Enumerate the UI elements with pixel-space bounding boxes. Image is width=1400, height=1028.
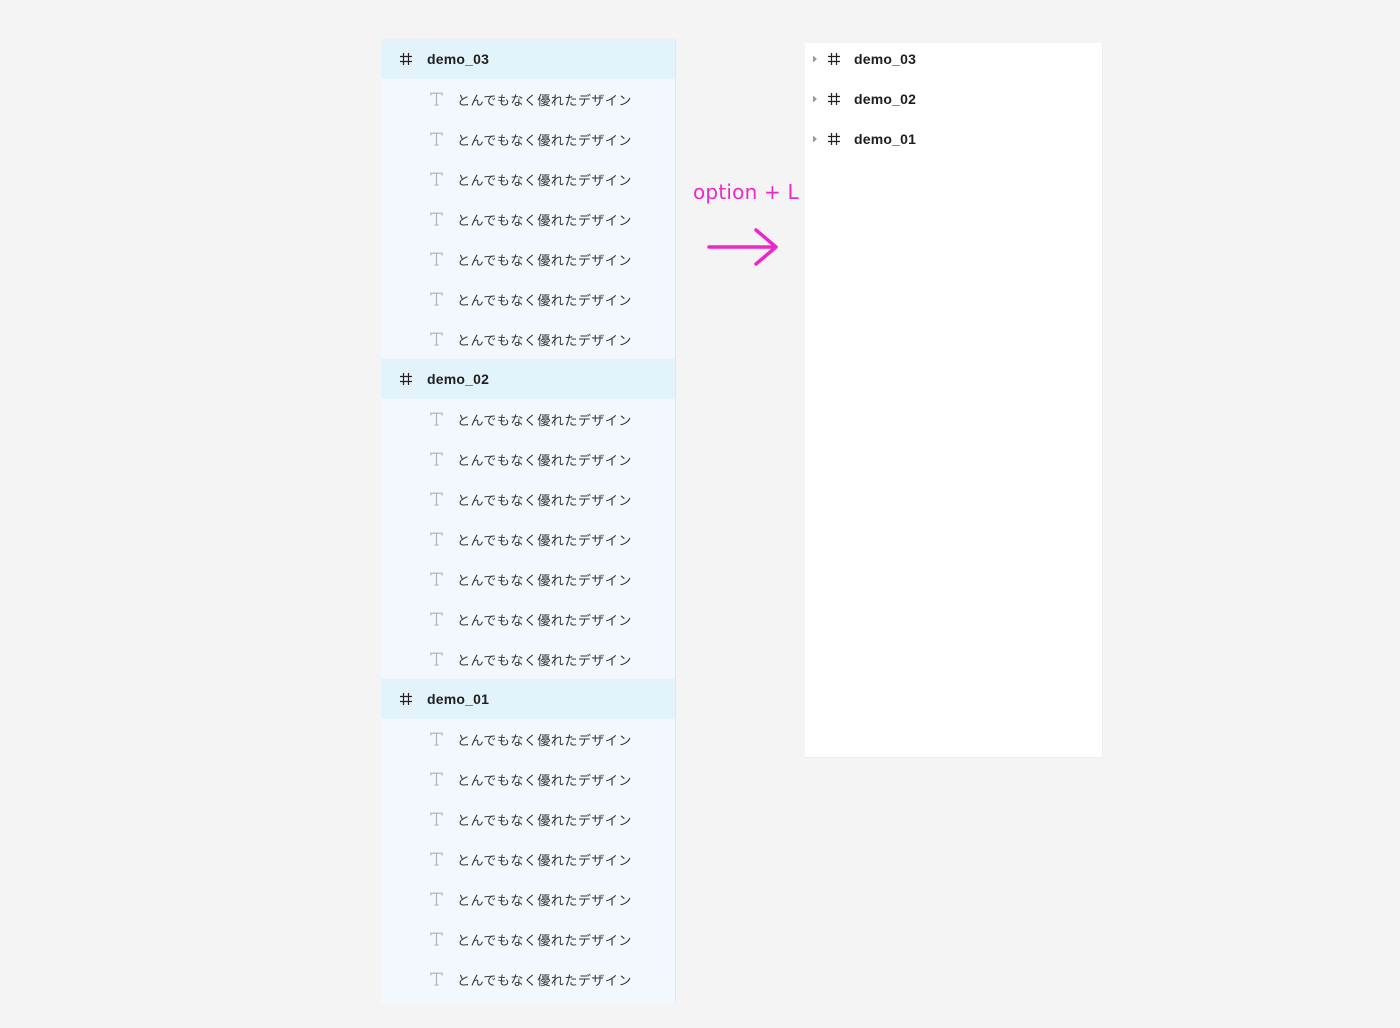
text-layer-icon xyxy=(430,852,443,866)
layer-name: demo_03 xyxy=(427,51,490,67)
layer-row-text[interactable]: とんでもなく優れたデザイン xyxy=(381,319,675,359)
text-layer-icon xyxy=(430,932,443,946)
layer-row-text[interactable]: とんでもなく優れたデザイン xyxy=(381,599,675,639)
text-layer-icon xyxy=(430,812,443,826)
layer-name: とんでもなく優れたデザイン xyxy=(457,613,632,629)
layer-name: とんでもなく優れたデザイン xyxy=(457,933,632,949)
layer-row-text[interactable]: とんでもなく優れたデザイン xyxy=(381,79,675,119)
layer-row-text[interactable]: とんでもなく優れたデザイン xyxy=(381,239,675,279)
text-layer-icon xyxy=(430,332,443,346)
layers-panel-expanded: demo_03 とんでもなく優れたデザイン とんでもなく優れたデザイン とんでも… xyxy=(381,39,676,1003)
layer-row-text[interactable]: とんでもなく優れたデザイン xyxy=(381,879,675,919)
layer-name: とんでもなく優れたデザイン xyxy=(457,653,632,669)
layer-name: とんでもなく優れたデザイン xyxy=(457,333,632,349)
layer-name: とんでもなく優れたデザイン xyxy=(457,453,632,469)
layer-name: とんでもなく優れたデザイン xyxy=(457,173,632,189)
layer-name: とんでもなく優れたデザイン xyxy=(457,493,632,509)
layer-name: とんでもなく優れたデザイン xyxy=(457,93,632,109)
text-layer-icon xyxy=(430,492,443,506)
layer-name: とんでもなく優れたデザイン xyxy=(457,293,632,309)
layer-row-frame[interactable]: demo_03 xyxy=(381,39,675,79)
text-layer-icon xyxy=(430,892,443,906)
text-layer-icon xyxy=(430,132,443,146)
text-layer-icon xyxy=(430,732,443,746)
text-layer-icon xyxy=(430,972,443,986)
frame-hash-icon xyxy=(399,692,413,706)
layer-row-text[interactable]: とんでもなく優れたデザイン xyxy=(381,559,675,599)
layer-name: とんでもなく優れたデザイン xyxy=(457,773,632,789)
layer-name: demo_02 xyxy=(427,371,490,387)
layer-row-text[interactable]: とんでもなく優れたデザイン xyxy=(381,639,675,679)
text-layer-icon xyxy=(430,172,443,186)
text-layer-icon xyxy=(430,292,443,306)
layer-row-text[interactable]: とんでもなく優れたデザイン xyxy=(381,159,675,199)
layer-row-text[interactable]: とんでもなく優れたデザイン xyxy=(381,839,675,879)
layer-row-text[interactable]: とんでもなく優れたデザイン xyxy=(381,439,675,479)
layer-row-text[interactable]: とんでもなく優れたデザイン xyxy=(381,799,675,839)
layer-name: とんでもなく優れたデザイン xyxy=(457,533,632,549)
text-layer-icon xyxy=(430,212,443,226)
layer-name: とんでもなく優れたデザイン xyxy=(457,253,632,269)
frame-hash-icon xyxy=(827,92,841,106)
caret-right-icon[interactable] xyxy=(812,55,818,63)
layer-row-text[interactable]: とんでもなく優れたデザイン xyxy=(381,959,675,999)
shortcut-label: option + L xyxy=(693,180,799,204)
layer-name: demo_02 xyxy=(854,91,917,107)
layer-name: とんでもなく優れたデザイン xyxy=(457,133,632,149)
layer-row-text[interactable]: とんでもなく優れたデザイン xyxy=(381,479,675,519)
layer-row-text[interactable]: とんでもなく優れたデザイン xyxy=(381,719,675,759)
caret-right-icon[interactable] xyxy=(812,95,818,103)
layer-name: demo_01 xyxy=(854,131,917,147)
text-layer-icon xyxy=(430,252,443,266)
text-layer-icon xyxy=(430,92,443,106)
layer-name: とんでもなく優れたデザイン xyxy=(457,573,632,589)
layer-row-frame[interactable]: demo_01 xyxy=(381,679,675,719)
layer-row-text[interactable]: とんでもなく優れたデザイン xyxy=(381,919,675,959)
text-layer-icon xyxy=(430,532,443,546)
caret-right-icon[interactable] xyxy=(812,135,818,143)
frame-hash-icon xyxy=(827,132,841,146)
layer-row-text[interactable]: とんでもなく優れたデザイン xyxy=(381,119,675,159)
arrow-right-icon xyxy=(706,226,780,273)
layer-name: とんでもなく優れたデザイン xyxy=(457,853,632,869)
frame-hash-icon xyxy=(399,372,413,386)
layer-row-text[interactable]: とんでもなく優れたデザイン xyxy=(381,399,675,439)
frame-hash-icon xyxy=(827,52,841,66)
shortcut-annotation: option + L xyxy=(690,178,800,268)
layer-row-frame-collapsed[interactable]: demo_01 xyxy=(805,119,1102,159)
layers-panel-collapsed: demo_03 demo_02 demo_01 xyxy=(805,43,1103,758)
text-layer-icon xyxy=(430,572,443,586)
layer-name: とんでもなく優れたデザイン xyxy=(457,413,632,429)
layer-row-text[interactable]: とんでもなく優れたデザイン xyxy=(381,759,675,799)
text-layer-icon xyxy=(430,412,443,426)
layer-row-text[interactable]: とんでもなく優れたデザイン xyxy=(381,519,675,559)
layer-name: とんでもなく優れたデザイン xyxy=(457,893,632,909)
layer-row-frame[interactable]: demo_02 xyxy=(381,359,675,399)
text-layer-icon xyxy=(430,652,443,666)
layer-row-frame-collapsed[interactable]: demo_03 xyxy=(805,39,1102,79)
frame-hash-icon xyxy=(399,52,413,66)
layer-name: demo_03 xyxy=(854,51,917,67)
text-layer-icon xyxy=(430,772,443,786)
layer-row-text[interactable]: とんでもなく優れたデザイン xyxy=(381,199,675,239)
text-layer-icon xyxy=(430,452,443,466)
layer-name: demo_01 xyxy=(427,691,490,707)
layer-row-text[interactable]: とんでもなく優れたデザイン xyxy=(381,279,675,319)
layer-name: とんでもなく優れたデザイン xyxy=(457,213,632,229)
layer-row-frame-collapsed[interactable]: demo_02 xyxy=(805,79,1102,119)
layer-name: とんでもなく優れたデザイン xyxy=(457,733,632,749)
layer-name: とんでもなく優れたデザイン xyxy=(457,973,632,989)
text-layer-icon xyxy=(430,612,443,626)
layer-name: とんでもなく優れたデザイン xyxy=(457,813,632,829)
